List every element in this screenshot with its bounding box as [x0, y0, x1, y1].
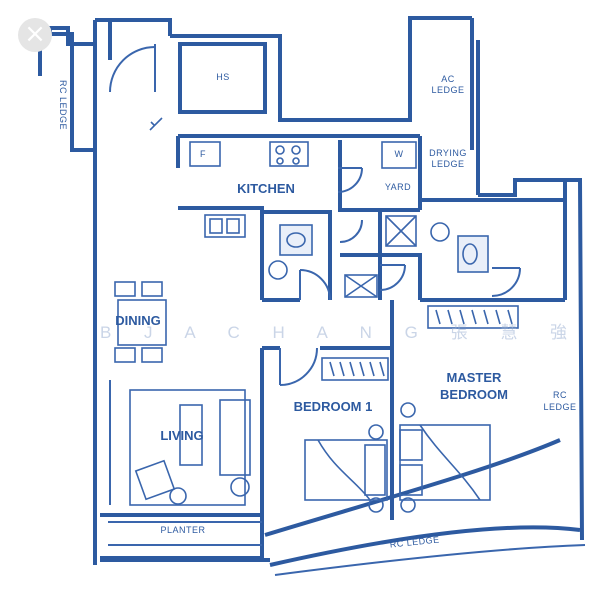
- wardrobes: [321, 305, 519, 381]
- label-drying-line1: DRYING: [429, 148, 467, 158]
- kitchen-sink-icon: [204, 214, 246, 238]
- label-ac-line2: LEDGE: [431, 85, 464, 95]
- label-master-line2: BEDROOM: [440, 387, 508, 402]
- washer-outline: [381, 141, 417, 169]
- label-rc-line2: LEDGE: [543, 402, 576, 412]
- hob-burner-icon: [291, 145, 301, 155]
- hob-outline: [269, 141, 309, 167]
- label-hs: HS: [216, 72, 230, 82]
- bedside-lamp-icon: [368, 424, 384, 440]
- shower-tray-icon: [385, 215, 417, 247]
- label-master-line1: MASTER: [447, 370, 503, 385]
- bedside-lamp-icon: [400, 402, 416, 418]
- label-rc-ledge-left: RC LEDGE: [58, 80, 68, 130]
- basin-icon: [430, 222, 450, 242]
- beds: [304, 402, 491, 513]
- interior-walls: [109, 136, 565, 520]
- watermark: B J A C H A N G 張 慧 強: [100, 323, 581, 342]
- label-rc-line1: RC: [553, 390, 567, 400]
- bed-outline: [399, 424, 491, 501]
- bedside-lamp-icon: [400, 497, 416, 513]
- toilet-icon: [462, 243, 478, 265]
- armchair-outline: [134, 459, 176, 501]
- room-labels: KITCHEN DINING LIVING BEDROOM 1 MASTER B…: [58, 72, 576, 550]
- living-furniture: [129, 389, 251, 506]
- label-bedroom-1: BEDROOM 1: [294, 399, 373, 414]
- hob-burner-icon: [292, 157, 300, 165]
- label-kitchen: KITCHEN: [237, 181, 295, 196]
- fridge-outline: [189, 141, 221, 167]
- dining-furniture: [114, 281, 167, 363]
- bathroom-fixtures: [268, 215, 489, 298]
- coffee-table: [179, 404, 203, 466]
- label-dining: DINING: [115, 313, 161, 328]
- outer-walls: [38, 16, 586, 576]
- basin-icon: [268, 260, 288, 280]
- label-drying-line2: LEDGE: [431, 159, 464, 169]
- hob-burner-icon: [275, 145, 285, 155]
- label-washer: W: [395, 149, 404, 159]
- label-ac-line1: AC: [441, 74, 455, 84]
- label-rc-ledge-bottom: RC LEDGE: [389, 534, 440, 549]
- label-yard: YARD: [385, 182, 411, 192]
- shower-tray-icon: [344, 274, 378, 298]
- close-icon: ×: [24, 19, 46, 49]
- close-button[interactable]: ×: [18, 18, 52, 52]
- label-fridge: F: [200, 149, 206, 159]
- kitchen-fixtures: [149, 117, 417, 238]
- label-planter: PLANTER: [160, 525, 205, 535]
- bedside-lamp-icon: [368, 497, 384, 513]
- sofa-outline: [219, 399, 251, 476]
- bed-outline: [304, 439, 388, 501]
- label-living: LIVING: [160, 428, 203, 443]
- hob-burner-icon: [276, 157, 284, 165]
- lamp-icon: [230, 477, 250, 497]
- toilet-icon: [286, 232, 306, 248]
- doors: [109, 44, 521, 386]
